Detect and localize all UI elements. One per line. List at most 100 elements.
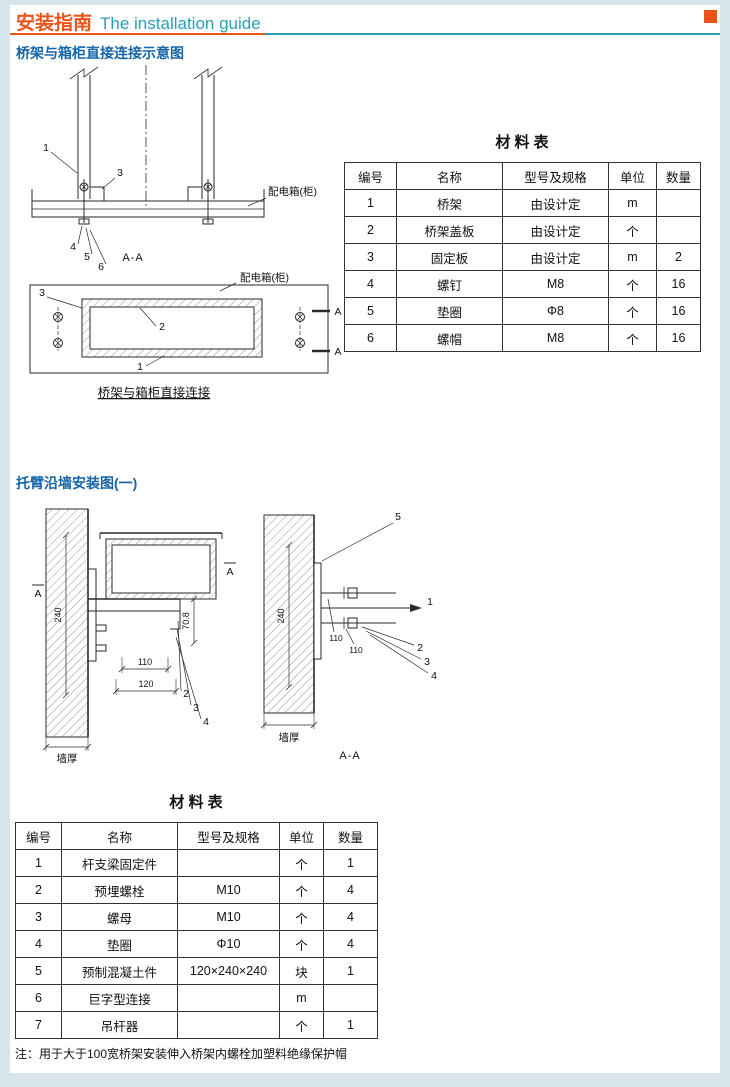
- table-cell: 杆支梁固定件: [61, 849, 178, 877]
- leader-line: [219, 282, 237, 292]
- section-letter-a: A: [334, 306, 341, 318]
- section-letter-a: A: [226, 566, 233, 578]
- header-divider-line: [10, 33, 720, 35]
- part-label-5: 5: [395, 511, 401, 523]
- table-cell: 1: [323, 1011, 378, 1039]
- column-header: 编号: [344, 162, 397, 190]
- table-cell: 桥架盖板: [396, 216, 503, 244]
- bolt: [53, 312, 63, 322]
- footnote: 注：用于大于100宽桥架安装伸入桥架内螺栓加塑料绝缘保护帽: [15, 1047, 348, 1061]
- table-cell: 16: [656, 270, 701, 298]
- angle-bracket: [90, 186, 105, 201]
- table-cell: 5: [344, 297, 397, 325]
- column-header: 型号及规格: [502, 162, 609, 190]
- table-cell: 块: [279, 957, 324, 985]
- leader-line: [175, 636, 202, 720]
- diagram1-caption: 桥架与箱柜直接连接: [98, 385, 211, 400]
- leader-line: [139, 307, 157, 327]
- table-cell: 巨字型连接: [61, 984, 178, 1012]
- section-mark-aa: A-A: [339, 750, 360, 762]
- table-cell: 个: [279, 876, 324, 904]
- table-cell: 个: [279, 903, 324, 931]
- column-header: 型号及规格: [177, 822, 280, 850]
- leader-line: [361, 626, 415, 646]
- part-label-5: 5: [84, 251, 90, 263]
- nut: [347, 587, 358, 599]
- table-cell: M10: [177, 903, 280, 931]
- table-cell: 6: [344, 324, 397, 352]
- part-label-3: 3: [117, 167, 123, 179]
- table-cell: Φ8: [502, 297, 609, 325]
- nut: [95, 624, 107, 632]
- table-cell: 个: [279, 930, 324, 958]
- bolt: [203, 182, 213, 192]
- table-cell: 2: [15, 876, 62, 904]
- section-letter-a: A: [334, 346, 341, 358]
- column-header: 单位: [608, 162, 657, 190]
- part-label-1-plan: 1: [137, 361, 143, 373]
- part-label-4: 4: [203, 716, 209, 728]
- header-title-zh: 安装指南: [16, 13, 93, 34]
- part-label-3: 3: [193, 702, 199, 714]
- wall-thickness-label: 墙厚: [279, 731, 300, 744]
- leader-line: [145, 355, 165, 367]
- table-cell: [656, 189, 701, 217]
- table-cell: 预制混凝土件: [61, 957, 178, 985]
- column-header: 数量: [656, 162, 701, 190]
- dimension-240: 240: [276, 608, 286, 623]
- section1-title: 桥架与箱柜直接连接示意图: [16, 45, 184, 61]
- break-mark: [193, 66, 223, 80]
- bolt: [295, 338, 305, 348]
- table-cell: 由设计定: [502, 189, 609, 217]
- table-cell: 预埋螺栓: [61, 876, 178, 904]
- table-cell: 5: [15, 957, 62, 985]
- column-header: 名称: [396, 162, 503, 190]
- table-cell: 由设计定: [502, 243, 609, 271]
- angle-bracket: [187, 186, 202, 201]
- leader-line: [369, 634, 429, 674]
- leader-line: [247, 197, 267, 207]
- table-header-row: 编号名称型号及规格单位数量: [15, 822, 378, 850]
- wall-section: [45, 508, 89, 738]
- table-cell: 垫圈: [396, 297, 503, 325]
- table-cell: 个: [279, 1011, 324, 1039]
- table-cell: M8: [502, 270, 609, 298]
- part-label-3-plan: 3: [39, 287, 45, 299]
- table-cell: 3: [15, 903, 62, 931]
- part-label-2-plan: 2: [159, 321, 165, 333]
- part-label-3: 3: [424, 656, 430, 668]
- column-header: 编号: [15, 822, 62, 850]
- tray-inner: [111, 544, 211, 594]
- cabinet-label: 配电箱(柜): [268, 185, 317, 198]
- leader-line: [327, 598, 335, 633]
- diagram-wall-bracket-section-view: 5 240 110 110 1 2 3 4 墙厚 A-A: [260, 511, 437, 762]
- bolt: [295, 312, 305, 322]
- table-cell: m: [279, 984, 324, 1012]
- nut: [78, 218, 90, 225]
- nut: [95, 644, 107, 652]
- dimension-110: 110: [349, 645, 363, 655]
- dimension-120: 120: [138, 679, 153, 689]
- table-cell: 螺帽: [396, 324, 503, 352]
- leader-line: [77, 225, 83, 245]
- bolt: [53, 338, 63, 348]
- table-cell: [177, 1011, 280, 1039]
- table-cell: 1: [344, 189, 397, 217]
- table-cell: 4: [344, 270, 397, 298]
- nut: [202, 218, 214, 225]
- table-cell: 120×240×240: [177, 957, 280, 985]
- table-cell: [656, 216, 701, 244]
